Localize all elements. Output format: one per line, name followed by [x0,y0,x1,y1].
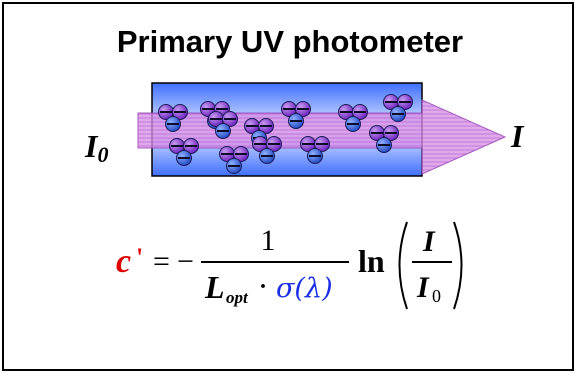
multiply-dot: · [259,274,267,300]
natural-log: ln [358,243,385,279]
ratio-numerator: I [422,225,436,258]
transmitted-intensity-label: I [511,118,524,154]
path-length-subscript: opt [226,288,249,307]
left-paren [398,221,408,310]
cross-section-symbol: σ(λ) [276,273,333,304]
fraction-numerator: 1 [261,224,276,257]
ratio-denominator-subscript: 0 [432,286,441,306]
concentration-symbol: c [116,243,131,280]
minus-sign: − [177,245,194,278]
ratio-denominator: I [416,271,430,304]
panel-title: Primary UV photometer [116,24,464,59]
photometer-panel: Primary UV photometer [2,2,574,371]
incident-intensity-label: I0 [85,128,109,167]
right-paren [453,221,463,310]
equals-sign: = [153,245,170,278]
path-length-symbol: L [204,269,225,305]
prime-symbol: ' [136,243,143,272]
ozone-molecules [158,94,413,174]
